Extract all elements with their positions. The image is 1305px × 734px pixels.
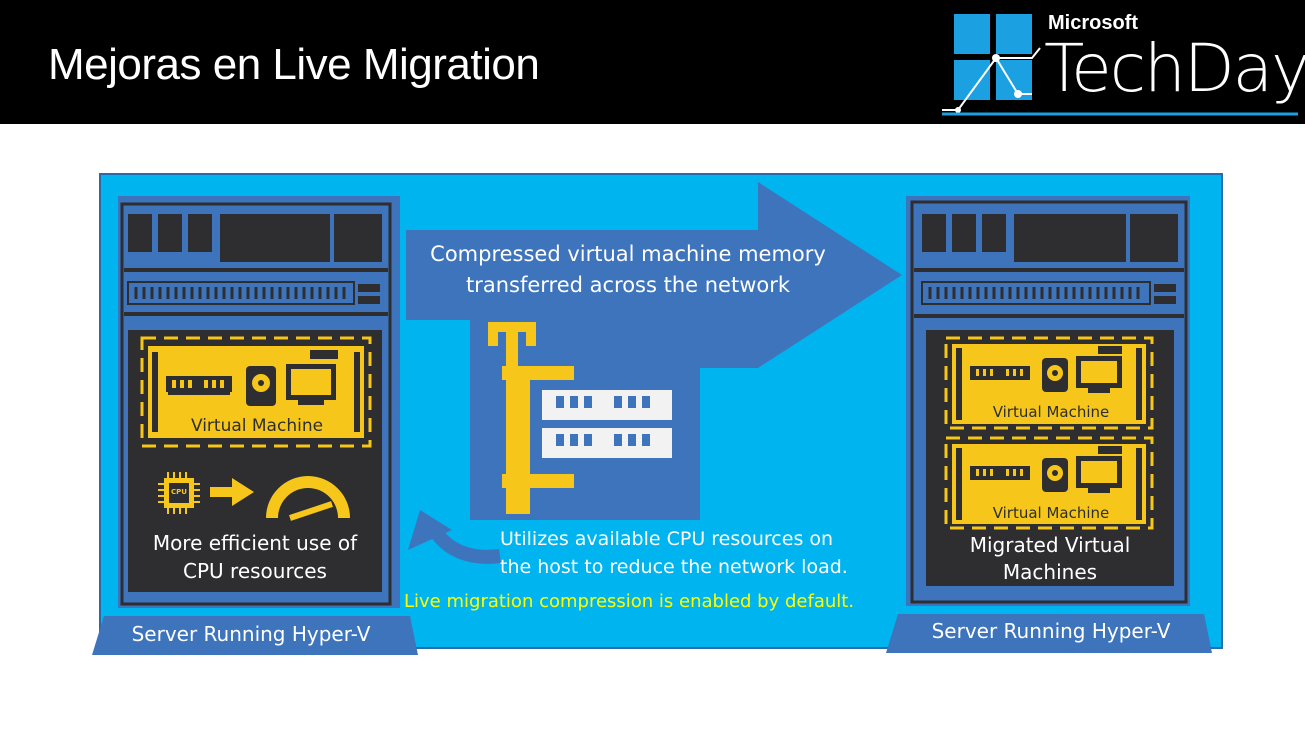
left-server [118, 196, 400, 608]
memory-modules-icon [542, 390, 672, 458]
monitor-icon [286, 364, 336, 405]
monitor-icon [1076, 456, 1122, 493]
cpu-chip-icon [158, 472, 200, 514]
left-server-label-tab [92, 616, 418, 655]
right-server-vents [928, 287, 1140, 299]
right-server-label: Server Running Hyper-V [931, 619, 1171, 643]
cpu-note-line2: the host to reduce the network load. [500, 556, 848, 578]
right-vm2-label: Virtual Machine [992, 504, 1110, 522]
cpu-note-line1: Utilizes available CPU resources on [500, 528, 834, 550]
right-vm1-label: Virtual Machine [992, 403, 1110, 421]
header-band [0, 104, 1305, 124]
logo-product: TechDay [1044, 30, 1305, 107]
right-server-label-tab [886, 614, 1212, 653]
speedometer-icon [266, 476, 350, 521]
monitor-icon [1076, 356, 1122, 393]
disk-icon [1042, 458, 1068, 492]
left-server-vents [134, 287, 346, 299]
left-vm-label: Virtual Machine [190, 416, 324, 436]
return-arrow [430, 527, 501, 564]
cpu-chip-label: CPU [171, 488, 187, 496]
clamp-icon [488, 322, 574, 514]
right-arrow-icon [210, 478, 254, 506]
disk-icon [246, 366, 276, 406]
default-note: Live migration compression is enabled by… [404, 591, 855, 612]
logo-brand: Microsoft [1048, 12, 1138, 34]
cpu-caption-line1: More efficient use of [152, 531, 358, 555]
migrated-caption-line2: Machines [1002, 560, 1098, 584]
disk-icon [1042, 358, 1068, 392]
cpu-caption-line2: CPU resources [183, 559, 327, 583]
right-server [906, 196, 1190, 606]
migrated-caption-line1: Migrated Virtual [969, 533, 1131, 557]
slide-title: Mejoras en Live Migration [48, 40, 540, 89]
transfer-caption-line1: Compressed virtual machine memory [430, 242, 826, 266]
transfer-caption-line2: transferred across the network [465, 273, 791, 297]
left-server-label: Server Running Hyper-V [131, 622, 371, 646]
techday-logo-icon [942, 14, 1298, 116]
slide-header [0, 0, 1305, 124]
